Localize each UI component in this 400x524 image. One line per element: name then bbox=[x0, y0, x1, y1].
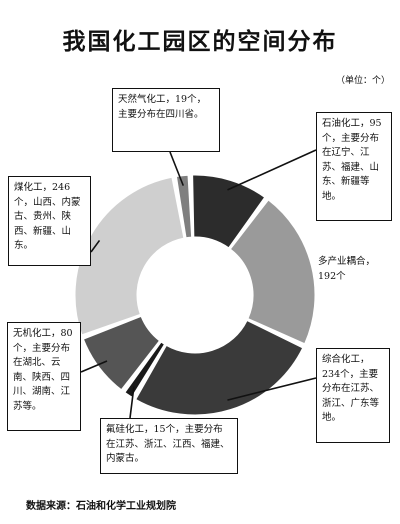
chart-title: 我国化工园区的空间分布 bbox=[62, 29, 338, 55]
annotation-inorganic: 无机化工，80个，主要分布在湖北、云南、陕西、四川、湖南、江苏等。 bbox=[7, 322, 81, 431]
leader-natural-gas bbox=[169, 151, 185, 186]
unit-label: （单位：个） bbox=[335, 76, 390, 86]
seg-inorganic bbox=[82, 315, 161, 391]
seg-comprehensive bbox=[135, 319, 304, 416]
annotation-fine-silicon: 氟硅化工，15个，主要分布在江苏、浙江、江西、福建、内蒙古。 bbox=[100, 418, 238, 474]
leader-comprehensive bbox=[227, 377, 317, 401]
seg-fine-silicon bbox=[124, 341, 166, 398]
leader-coal bbox=[90, 239, 101, 253]
seg-petroleum bbox=[192, 174, 266, 249]
data-source: 数据来源：石油和化学工业规划院 bbox=[26, 501, 176, 512]
annotation-natural-gas: 天然气化工，19个，主要分布在四川省。 bbox=[112, 88, 220, 152]
leader-fine-silicon bbox=[129, 386, 135, 419]
annotation-multi-industry: 多产业耦合，192个 bbox=[318, 256, 376, 282]
seg-coal bbox=[74, 176, 185, 336]
leader-petroleum bbox=[227, 149, 317, 191]
donut-segments bbox=[74, 174, 316, 416]
leader-lines bbox=[80, 149, 317, 419]
annotation-comprehensive: 综合化工，234个，主要分布在江苏、浙江、广东等地。 bbox=[316, 348, 390, 443]
annotation-coal: 煤化工，246个，山西、内蒙古、贵州、陕西、新疆、山东。 bbox=[8, 176, 91, 266]
seg-multi-industry bbox=[229, 199, 316, 345]
annotation-petroleum: 石油化工，95个，主要分布在辽宁、江苏、福建、山东、新疆等地。 bbox=[316, 112, 392, 221]
leader-inorganic bbox=[80, 360, 108, 373]
